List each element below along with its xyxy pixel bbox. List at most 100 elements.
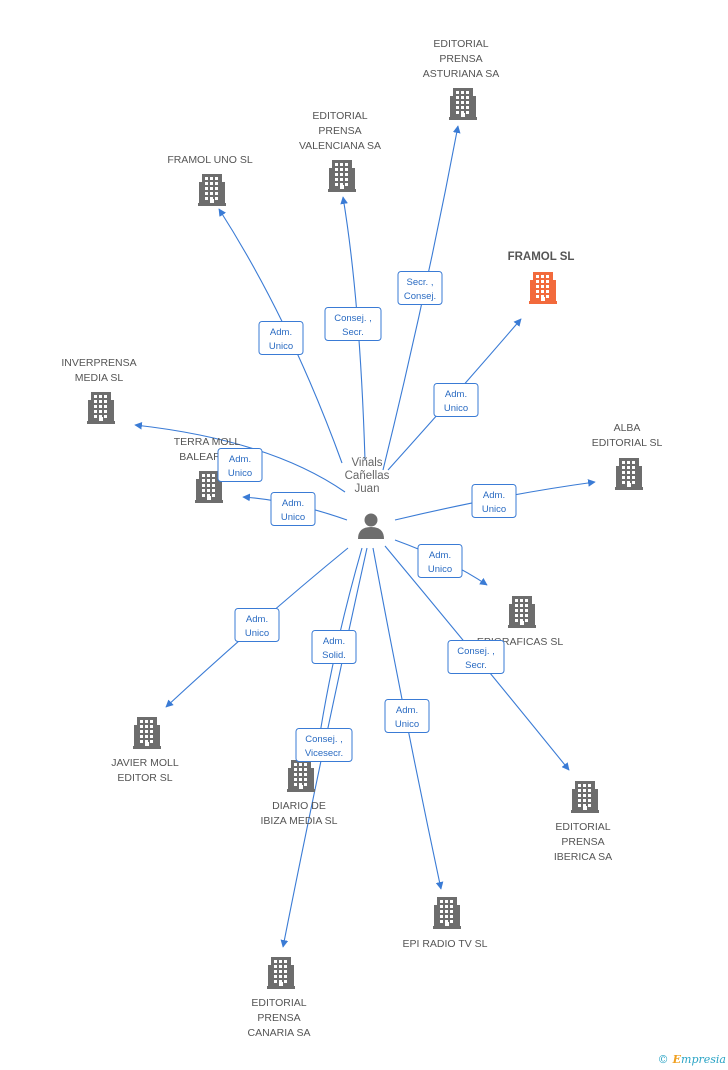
building-icon-highlight bbox=[529, 272, 557, 304]
company-node-inverprensa[interactable]: INVERPRENSA MEDIA SL bbox=[61, 357, 137, 424]
relation-box bbox=[258, 321, 304, 355]
building-icon bbox=[508, 596, 536, 628]
relation-label: Adm. bbox=[396, 705, 418, 716]
relation-box bbox=[270, 492, 316, 526]
footer-brand[interactable]: ©Empresia bbox=[658, 1053, 726, 1066]
person-label: Cañellas bbox=[345, 470, 390, 482]
building-icon bbox=[267, 957, 295, 989]
company-label: PRENSA bbox=[257, 1012, 300, 1024]
relation-badge-canaria[interactable]: Consej. , Vicesecr. bbox=[295, 728, 353, 762]
company-label: EDITOR SL bbox=[117, 772, 172, 784]
brand-logo-letter: E bbox=[672, 1053, 682, 1066]
building-icon bbox=[198, 174, 226, 206]
building-icon bbox=[195, 471, 223, 503]
relation-badge-iberica[interactable]: Consej. , Secr. bbox=[447, 640, 505, 674]
relation-label: Unico bbox=[269, 341, 293, 352]
building-icon bbox=[449, 88, 477, 120]
relation-label: Adm. bbox=[229, 454, 251, 465]
relation-badge-epigraficas[interactable]: Adm. Unico bbox=[417, 544, 463, 578]
relation-label: Secr. bbox=[342, 327, 364, 338]
relation-label: Secr. bbox=[465, 660, 487, 671]
company-node-radio[interactable]: EPI RADIO TV SL bbox=[403, 897, 488, 950]
relation-badge-radio[interactable]: Adm.Unico bbox=[384, 699, 430, 733]
relation-label: Consej. bbox=[404, 291, 436, 302]
building-icon bbox=[571, 781, 599, 813]
relation-label: Adm. bbox=[429, 550, 451, 561]
company-node-canaria[interactable]: EDITORIAL PRENSA CANARIA SA bbox=[247, 957, 311, 1039]
relation-box bbox=[397, 271, 443, 305]
relation-box bbox=[417, 544, 463, 578]
relation-badge-alba[interactable]: Adm. Unico bbox=[471, 484, 517, 518]
building-icon bbox=[133, 717, 161, 749]
company-node-framol[interactable]: FRAMOL SL bbox=[508, 251, 575, 304]
company-node-valenciana[interactable]: EDITORIAL PRENSA VALENCIANA SA bbox=[299, 110, 381, 192]
company-label: JAVIER MOLL bbox=[111, 757, 179, 769]
relation-box bbox=[447, 640, 505, 674]
company-node-iberica[interactable]: EDITORIAL PRENSA IBERICA SA bbox=[554, 781, 612, 863]
relation-badge-asturiana[interactable]: Secr. , Consej. bbox=[397, 271, 443, 305]
relation-badge-inverprensa[interactable]: Adm.Unico bbox=[217, 448, 263, 482]
relation-label: Unico bbox=[482, 504, 506, 515]
relation-label: Consej. , bbox=[305, 734, 343, 745]
company-label: FRAMOL UNO SL bbox=[167, 154, 253, 166]
relation-label: Unico bbox=[281, 512, 305, 523]
relation-label: Unico bbox=[444, 403, 468, 414]
relation-label: Consej. , bbox=[457, 646, 495, 657]
company-label: EDITORIAL bbox=[312, 110, 367, 122]
company-label: ALBA bbox=[614, 422, 641, 434]
company-label: INVERPRENSA bbox=[61, 357, 136, 369]
company-label: VALENCIANA SA bbox=[299, 140, 381, 152]
company-label: EDITORIAL bbox=[555, 821, 610, 833]
relation-label: Adm. bbox=[246, 614, 268, 625]
relation-label: Vicesecr. bbox=[305, 748, 343, 759]
relation-badge-javier[interactable]: Adm. Unico bbox=[234, 608, 280, 642]
relation-label: Consej. , bbox=[334, 313, 372, 324]
relation-box bbox=[217, 448, 263, 482]
relation-label: Adm. bbox=[270, 327, 292, 338]
company-node-javier[interactable]: JAVIER MOLL EDITOR SL bbox=[111, 717, 179, 784]
building-icon bbox=[433, 897, 461, 929]
company-node-alba[interactable]: ALBA EDITORIAL SL bbox=[592, 422, 663, 490]
relation-badge-ibiza[interactable]: Adm.Solid. bbox=[311, 630, 357, 664]
relation-label: Adm. bbox=[445, 389, 467, 400]
company-label: PRENSA bbox=[561, 836, 604, 848]
relation-label: Unico bbox=[245, 628, 269, 639]
company-label: PRENSA bbox=[318, 125, 361, 137]
company-label: EDITORIAL bbox=[433, 38, 488, 50]
relation-badge-valenciana[interactable]: Consej. , Secr. bbox=[324, 307, 382, 341]
company-label: EDITORIAL bbox=[251, 997, 306, 1009]
building-icon bbox=[87, 392, 115, 424]
relation-badge-framol[interactable]: Adm. Unico bbox=[433, 383, 479, 417]
relation-box bbox=[471, 484, 517, 518]
company-label: IBERICA SA bbox=[554, 851, 612, 863]
company-label: CANARIA SA bbox=[247, 1027, 310, 1039]
relation-box bbox=[384, 699, 430, 733]
relation-label: Unico bbox=[428, 564, 452, 575]
company-label: TERRA MOLL bbox=[174, 436, 241, 448]
person-icon bbox=[358, 513, 384, 539]
person-label: Viñals bbox=[351, 457, 382, 469]
relation-badge-framol_uno[interactable]: Adm. Unico bbox=[258, 321, 304, 355]
relation-box bbox=[324, 307, 382, 341]
building-icon bbox=[615, 458, 643, 490]
relation-label: Adm. bbox=[483, 490, 505, 501]
copyright-symbol: © bbox=[657, 1053, 669, 1066]
company-label: EDITORIAL SL bbox=[592, 437, 663, 449]
brand-name: mpresia bbox=[681, 1053, 726, 1066]
company-node-ibiza[interactable]: DIARIO DE IBIZA MEDIA SL bbox=[260, 760, 338, 827]
relation-label: Secr. , bbox=[407, 277, 434, 288]
relation-label: Adm. bbox=[323, 636, 345, 647]
building-icon bbox=[328, 160, 356, 192]
relation-box bbox=[295, 728, 353, 762]
relation-badge-terra[interactable]: Adm.Unico bbox=[270, 492, 316, 526]
company-label: IBIZA MEDIA SL bbox=[260, 815, 337, 827]
company-label: DIARIO DE bbox=[272, 800, 326, 812]
company-label: MEDIA SL bbox=[75, 372, 124, 384]
relation-box bbox=[234, 608, 280, 642]
company-label: FRAMOL SL bbox=[508, 251, 575, 263]
company-label: PRENSA bbox=[439, 53, 482, 65]
company-node-framol_uno[interactable]: FRAMOL UNO SL bbox=[167, 154, 253, 206]
